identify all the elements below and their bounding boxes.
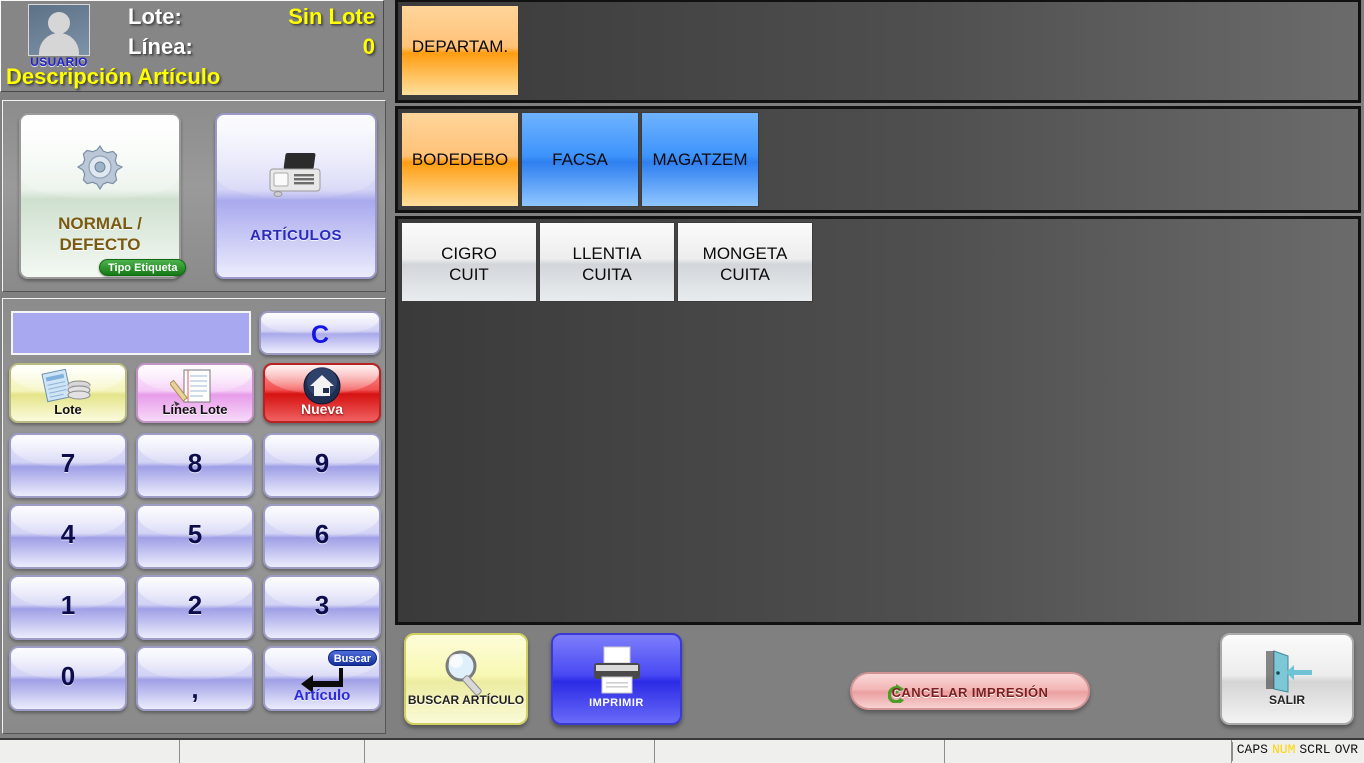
- key-label: 3: [314, 590, 330, 620]
- key-comma[interactable]: ,: [136, 646, 254, 711]
- key-label: 9: [314, 448, 330, 478]
- key-label: 0: [60, 661, 76, 691]
- key-label: 1: [60, 590, 76, 620]
- family-tile-magatzem[interactable]: MAGATZEM: [641, 112, 759, 207]
- nueva-button[interactable]: Nueva: [263, 363, 381, 423]
- family-tile-facsa[interactable]: FACSA: [521, 112, 639, 207]
- linea-label: Línea:: [128, 34, 193, 59]
- home-icon: [303, 367, 341, 405]
- key-label: 5: [187, 519, 203, 549]
- left-column: USUARIO Lote: Sin Lote Línea: 0 Descripc…: [0, 0, 388, 736]
- exit-door-icon: [1266, 650, 1312, 693]
- lote-button[interactable]: Lote: [9, 363, 127, 423]
- undo-arrow-icon: [888, 684, 904, 703]
- key-label: 2: [187, 590, 203, 620]
- enter-arrow-icon: [301, 668, 343, 693]
- enter-articulo-button[interactable]: Buscar Artículo: [263, 646, 381, 711]
- key-label: 8: [187, 448, 203, 478]
- key-4[interactable]: 4: [9, 504, 127, 569]
- key-5[interactable]: 5: [136, 504, 254, 569]
- lote-label: Lote:: [128, 4, 182, 29]
- normal-defecto-button[interactable]: NORMAL / DEFECTO: [19, 113, 181, 279]
- keypad-panel: C Lote: [2, 298, 386, 734]
- normal-defecto-label: NORMAL / DEFECTO: [58, 214, 142, 254]
- scrl-indicator: SCRL: [1299, 742, 1331, 757]
- key-6[interactable]: 6: [263, 504, 381, 569]
- status-cell-1: [0, 740, 180, 763]
- code-display-input[interactable]: [11, 311, 251, 355]
- department-tile-departam[interactable]: DEPARTAM.: [401, 5, 519, 96]
- status-cell-3: [365, 740, 655, 763]
- status-cell-2: [180, 740, 365, 763]
- key-label: 6: [314, 519, 330, 549]
- family-tile-bodedebo[interactable]: BODEDEBO: [401, 112, 519, 207]
- avatar-body-shape: [39, 33, 79, 55]
- status-cell-5: [945, 740, 1232, 763]
- gear-icon: [76, 144, 124, 191]
- avatar: [28, 4, 90, 56]
- ovr-indicator: OVR: [1334, 742, 1358, 757]
- key-0[interactable]: 0: [9, 646, 127, 711]
- database-document-icon: [41, 369, 91, 403]
- notepad-pencil-icon: [170, 369, 211, 406]
- caps-indicator: CAPS: [1236, 742, 1268, 757]
- salir-label: SALIR: [1269, 693, 1305, 707]
- key-9[interactable]: 9: [263, 433, 381, 498]
- printer-icon: [269, 153, 321, 197]
- clear-button[interactable]: C: [259, 311, 381, 355]
- nueva-button-label: Nueva: [300, 401, 344, 417]
- departments-panel: DEPARTAM.: [395, 0, 1361, 103]
- key-1[interactable]: 1: [9, 575, 127, 640]
- articulos-label: ARTÍCULOS: [250, 227, 342, 244]
- header-panel: USUARIO Lote: Sin Lote Línea: 0 Descripc…: [0, 0, 384, 92]
- key-label: 7: [60, 448, 76, 478]
- buscar-articulo-label: BUSCAR ARTÍCULO: [407, 693, 525, 707]
- descripcion-articulo-label: Descripción Artículo: [6, 64, 221, 89]
- key-3[interactable]: 3: [263, 575, 381, 640]
- avatar-head-shape: [48, 12, 70, 34]
- clear-label: C: [310, 321, 330, 349]
- articulos-button[interactable]: ARTÍCULOS: [215, 113, 377, 279]
- imprimir-label: IMPRIMIR: [589, 697, 644, 709]
- status-cell-4: [655, 740, 945, 763]
- linea-lote-button[interactable]: Línea Lote: [136, 363, 254, 423]
- families-panel: BODEDEBO FACSA MAGATZEM: [395, 106, 1361, 213]
- linea-value: 0: [362, 34, 375, 59]
- key-2[interactable]: 2: [136, 575, 254, 640]
- key-8[interactable]: 8: [136, 433, 254, 498]
- tipo-etiqueta-badge: Tipo Etiqueta: [99, 259, 187, 276]
- label-type-panel: NORMAL / DEFECTO Tipo Etiqueta: [2, 100, 386, 292]
- cancelar-impresion-button[interactable]: CANCELAR IMPRESIÓN: [850, 672, 1090, 710]
- key-label: 4: [60, 519, 76, 549]
- lote-value: Sin Lote: [288, 4, 375, 29]
- printer-icon: [593, 646, 640, 694]
- num-indicator: NUM: [1271, 742, 1296, 757]
- key-7[interactable]: 7: [9, 433, 127, 498]
- magnifier-icon: [445, 650, 482, 696]
- buscar-articulo-button[interactable]: BUSCAR ARTÍCULO: [404, 633, 528, 725]
- key-label: ,: [191, 674, 199, 704]
- linea-lote-button-label: Línea Lote: [162, 402, 228, 417]
- enter-articulo-label: Artículo: [293, 687, 351, 704]
- imprimir-button[interactable]: IMPRIMIR: [551, 633, 682, 725]
- cancelar-impresion-label: CANCELAR IMPRESIÓN: [891, 685, 1049, 700]
- buscar-badge: Buscar: [327, 650, 377, 666]
- lote-button-label: Lote: [54, 402, 82, 417]
- salir-button[interactable]: SALIR: [1220, 633, 1354, 725]
- user-label: USUARIO: [30, 55, 88, 69]
